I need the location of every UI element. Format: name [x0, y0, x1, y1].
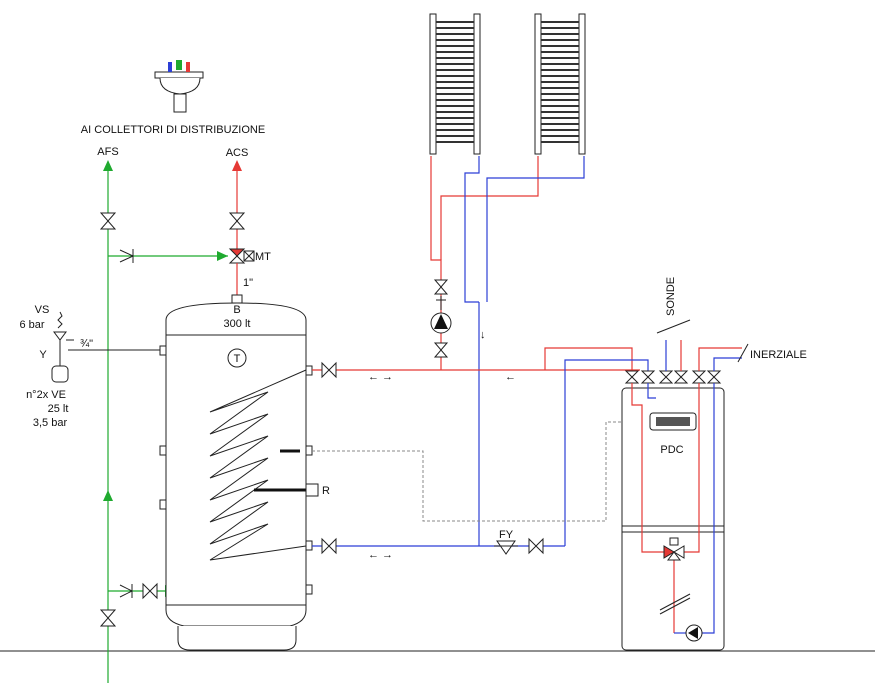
- pdc-internal-blue-2: [702, 383, 715, 634]
- afs-valve-icon: [99, 212, 117, 230]
- afs-label: AFS: [97, 146, 118, 158]
- arrows-lr-bottom-label: ← →: [368, 549, 393, 561]
- tank-top-fitting: [231, 294, 243, 304]
- tank-fittings: [159, 345, 313, 595]
- collectors-label: AI COLLETTORI DI DISTRIBUZIONE: [81, 124, 265, 136]
- acs-label: ACS: [226, 147, 249, 159]
- circulator-valve-top-icon: [433, 279, 449, 295]
- sonde-break-icon: [656, 319, 691, 334]
- pdc-break-line-a: [659, 593, 691, 611]
- pdc-valves: [624, 370, 722, 384]
- afs-arrow-icon: [103, 160, 113, 171]
- heat-exchanger-coil: [209, 369, 307, 561]
- pdc-internal-red-1: [631, 383, 664, 553]
- towel-radiator-1: [429, 13, 481, 155]
- mixer-inlet-arrow-icon: [217, 251, 228, 261]
- pdc-label: PDC: [660, 444, 683, 456]
- arrow-left-label: ←: [505, 371, 516, 383]
- inerziale-red-pipe: [698, 347, 742, 371]
- t-label: T: [234, 353, 241, 365]
- ve-count-label: n°2x VE: [26, 389, 66, 401]
- pdc-return-blue-pipe: [564, 359, 649, 546]
- tank-b-label: B: [233, 304, 240, 316]
- afs-bottom-valve-icon: [99, 609, 117, 627]
- circulator-check-icon: [436, 296, 446, 310]
- pump-arrow-icon: [434, 314, 448, 329]
- bottom-valve-icon: [142, 582, 158, 600]
- vs-label: VS: [35, 304, 50, 316]
- tank-volume-label: 300 lt: [224, 318, 251, 330]
- storage-tank: [165, 302, 307, 651]
- sink-icon: [154, 60, 204, 113]
- three-quarter-label: ¾": [80, 338, 93, 350]
- pdc-display-icon: [649, 412, 697, 431]
- afs-flow-arrow-icon: [103, 490, 113, 501]
- inerziale-label: INERZIALE: [750, 349, 807, 361]
- bottom-check-valve-icon: [119, 584, 133, 598]
- arrows-lr-top-label: ← →: [368, 371, 393, 383]
- pdc-internal-red-2: [684, 383, 700, 553]
- y-filter-icon: [494, 540, 518, 555]
- sonde-label: SONDE: [665, 277, 677, 316]
- pdc-internal-blue-1: [647, 383, 656, 399]
- inerziale-break-icon: [737, 343, 749, 363]
- control-signal-line: [312, 421, 650, 522]
- arrow-down-label: ↓: [480, 329, 486, 341]
- inerziale-blue-pipe: [713, 357, 742, 371]
- acs-valve-icon: [228, 212, 246, 230]
- return-valve-icon: [528, 537, 544, 555]
- radiator-return-pipe-a: [464, 156, 480, 303]
- y-label: Y: [39, 349, 47, 361]
- towel-radiator-2: [534, 13, 586, 155]
- pdc-pump-arrow-icon: [688, 627, 698, 639]
- circulator-valve-bottom-icon: [433, 342, 449, 358]
- ve-bar-label: 3,5 bar: [33, 417, 68, 429]
- expansion-vessel-icon: [51, 365, 69, 383]
- check-valve-icon: [119, 249, 134, 263]
- radiator2-supply-pipe: [440, 156, 539, 260]
- ve-volume-label: 25 lt: [48, 403, 69, 415]
- thermometer-icon: [227, 348, 247, 368]
- vs-bar-label: 6 bar: [19, 319, 44, 331]
- inch1-label: 1": [243, 277, 253, 289]
- radiator-supply-pipe: [430, 156, 442, 370]
- acs-arrow-icon: [232, 160, 242, 171]
- pdc-break-line-b: [659, 597, 691, 615]
- resistor-box: [305, 483, 319, 497]
- mixing-valve-icon: [228, 248, 255, 264]
- tank-return-valve-icon: [321, 537, 337, 555]
- pdc-three-way-valve-icon: [663, 537, 685, 561]
- r-label: R: [322, 485, 330, 497]
- tank-supply-valve-icon: [321, 361, 337, 379]
- mt-label: MT: [255, 251, 271, 263]
- radiator-return-pipe-b: [486, 156, 585, 302]
- safety-valve-icon: [53, 311, 74, 366]
- fy-label: FY: [499, 529, 514, 541]
